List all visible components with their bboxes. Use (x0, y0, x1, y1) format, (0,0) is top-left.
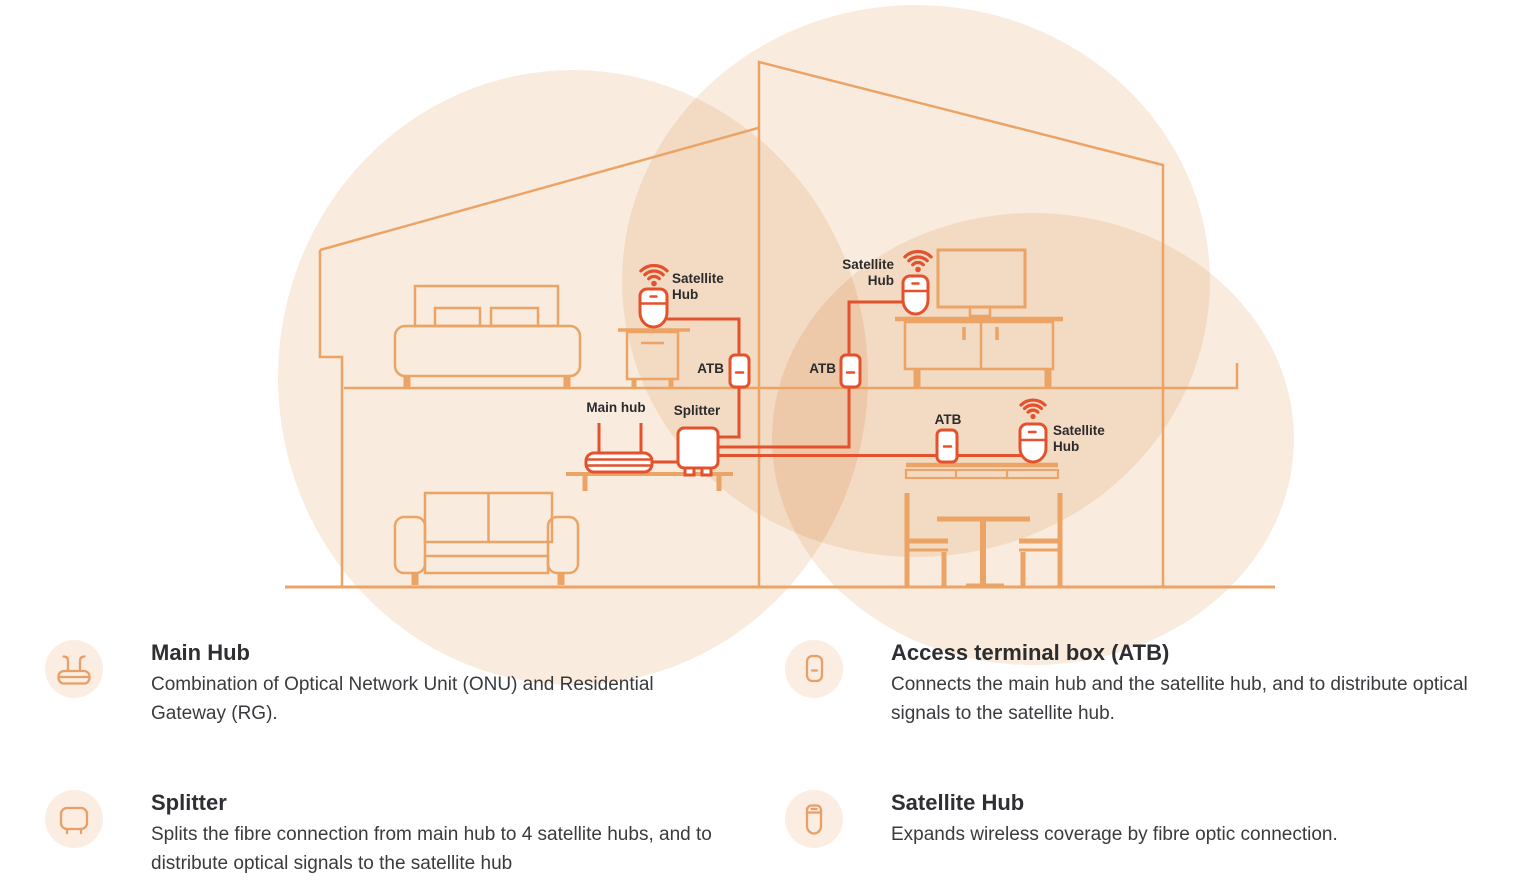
legend-title: Satellite Hub (891, 790, 1025, 815)
satellite-hub-device (638, 287, 669, 329)
label-atb-dining: ATB (934, 412, 962, 427)
atb-device (839, 353, 862, 389)
wifi-icon (1019, 398, 1047, 420)
legend-description: Expands wireless coverage by fibre optic… (891, 824, 1338, 845)
legend-item-satellite-hub: Satellite Hub Expands wireless coverage … (785, 790, 1520, 878)
tv-cabinet (895, 316, 1063, 387)
label-atb-bedroom: ATB (697, 361, 724, 376)
legend: Main Hub Combination of Optical Network … (45, 640, 1520, 878)
atb-box-icon (785, 640, 843, 698)
legend-title: Main Hub (151, 640, 250, 665)
satellite-hub-device (901, 274, 930, 316)
dining-chair (1019, 493, 1063, 587)
legend-title: Splitter (151, 790, 227, 815)
satellite-hub-icon (785, 790, 843, 848)
satellite-hub-device (1018, 422, 1048, 464)
label-splitter: Splitter (673, 403, 721, 418)
home-network-diagram: Satellite Hub ATB Satellite Hub ATB Main… (278, 5, 1294, 685)
wall-shelf (566, 472, 733, 491)
legend-description: Splits the fibre connection from main hu… (151, 824, 712, 874)
dining-chair (904, 493, 948, 587)
house-outline (285, 60, 1275, 589)
label-atb-tv-room: ATB (809, 361, 836, 376)
nightstand (618, 328, 690, 387)
atb-device (728, 353, 751, 389)
main-hub-router-icon (45, 640, 103, 698)
dining-table (937, 516, 1030, 589)
legend-item-atb: Access terminal box (ATB) Connects the m… (785, 640, 1520, 728)
legend-description: Combination of Optical Network Unit (ONU… (151, 674, 654, 724)
atb-device (935, 428, 959, 464)
label-main-hub: Main hub (586, 400, 646, 415)
label-satellite-hub-tv-room: Satellite Hub (842, 257, 894, 288)
legend-description: Connects the main hub and the satellite … (891, 674, 1468, 724)
main-hub-device (584, 423, 654, 474)
wifi-icon (903, 249, 933, 273)
bed (393, 284, 582, 387)
label-satellite-hub-dining: Satellite Hub (1053, 423, 1105, 454)
splitter-device (676, 426, 720, 477)
fibre-cables (651, 300, 1022, 464)
wifi-icon (639, 263, 669, 287)
tv (936, 248, 1027, 318)
legend-item-splitter: Splitter Splits the fibre connection fro… (45, 790, 785, 878)
sofa (393, 491, 580, 585)
splitter-icon (45, 790, 103, 848)
sideboard (904, 462, 1060, 480)
house-cross-section-art (285, 60, 1275, 589)
label-satellite-hub-bedroom: Satellite Hub (672, 271, 724, 302)
